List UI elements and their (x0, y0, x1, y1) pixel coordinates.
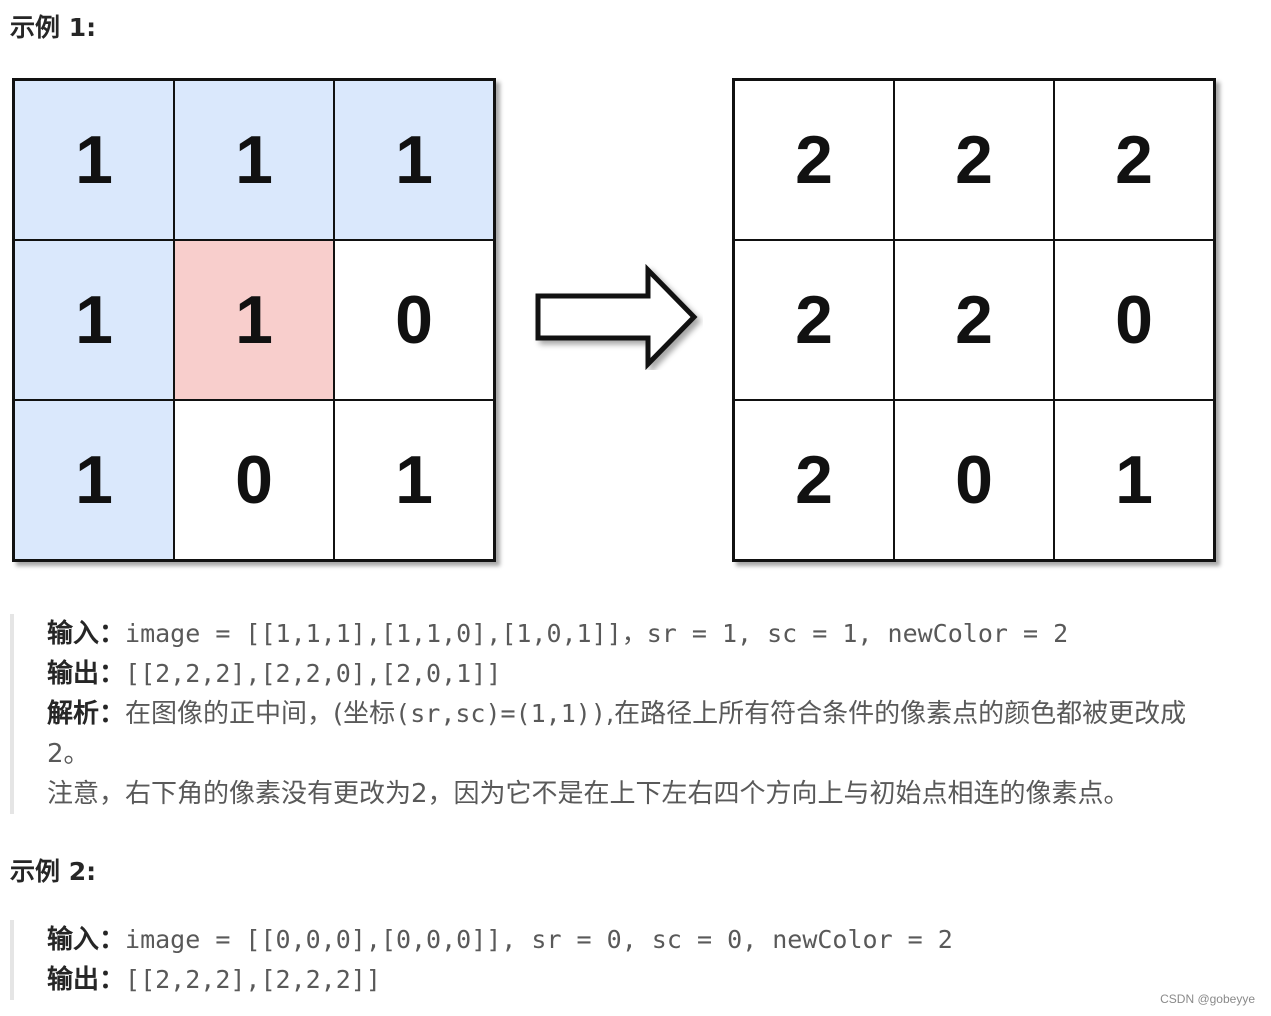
output-line: 输出：[[2,2,2],[2,2,2]] (47, 960, 1225, 1000)
explain-label: 解析： (47, 699, 126, 729)
input-label: 输入： (47, 925, 126, 955)
grid_before-cell: 0 (334, 240, 494, 400)
grid_before-cell: 0 (174, 400, 334, 560)
input-label: 输入： (47, 619, 126, 649)
example-1-block: 输入：image = [[1,1,1],[1,1,0],[1,0,1]]，sr … (10, 614, 1225, 814)
grid_before-cell: 1 (174, 80, 334, 240)
grid_after-cell: 0 (894, 400, 1054, 560)
example-2-block: 输入：image = [[0,0,0],[0,0,0]], sr = 0, sc… (10, 920, 1225, 1000)
grid_before-cell: 1 (174, 240, 334, 400)
output-label: 输出： (47, 965, 126, 995)
grid_after-cell: 2 (734, 80, 894, 240)
watermark: CSDN @gobeyye (1160, 992, 1255, 1006)
grid_after-cell: 2 (894, 240, 1054, 400)
input-value: image = [[1,1,1],[1,1,0],[1,0,1]]，sr = 1… (125, 619, 1069, 648)
note-line: 注意，右下角的像素没有更改为2，因为它不是在上下左右四个方向上与初始点相连的像素… (47, 774, 1225, 814)
input-value: image = [[0,0,0],[0,0,0]], sr = 0, sc = … (125, 925, 953, 954)
explain-text-1: 在图像的正中间，(坐标 (125, 699, 396, 729)
input-line: 输入：image = [[0,0,0],[0,0,0]], sr = 0, sc… (47, 920, 1225, 960)
explain-text-2: ,在路径上所有符合条件的像素点的颜色都被更改成2。 (47, 699, 1187, 769)
example-2-heading: 示例 2: (10, 857, 97, 886)
grid_after-cell: 2 (1054, 80, 1214, 240)
grid_before-cell: 1 (14, 400, 174, 560)
output-line: 输出：[[2,2,2],[2,2,0],[2,0,1]] (47, 654, 1225, 694)
input-line: 输入：image = [[1,1,1],[1,1,0],[1,0,1]]，sr … (47, 614, 1225, 654)
output-value: [[2,2,2],[2,2,0],[2,0,1]] (125, 659, 502, 688)
grid_before-cell: 1 (14, 240, 174, 400)
right-arrow-icon (535, 263, 698, 370)
explain-line: 解析：在图像的正中间，(坐标(sr,sc)=(1,1)),在路径上所有符合条件的… (47, 694, 1225, 774)
grid_after-cell: 0 (1054, 240, 1214, 400)
output-label: 输出： (47, 659, 126, 689)
grid_after-cell: 2 (894, 80, 1054, 240)
grid_before-cell: 1 (334, 400, 494, 560)
example-1-heading: 示例 1: (10, 13, 97, 42)
grid_before-cell: 1 (14, 80, 174, 240)
explain-code: (sr,sc)=(1,1)) (395, 699, 606, 728)
note-text: 注意，右下角的像素没有更改为2，因为它不是在上下左右四个方向上与初始点相连的像素… (47, 779, 1130, 809)
grid_before-cell: 1 (334, 80, 494, 240)
grid_after-cell: 2 (734, 240, 894, 400)
grid_after-cell: 1 (1054, 400, 1214, 560)
grid_after-cell: 2 (734, 400, 894, 560)
output-value: [[2,2,2],[2,2,2]] (125, 965, 381, 994)
